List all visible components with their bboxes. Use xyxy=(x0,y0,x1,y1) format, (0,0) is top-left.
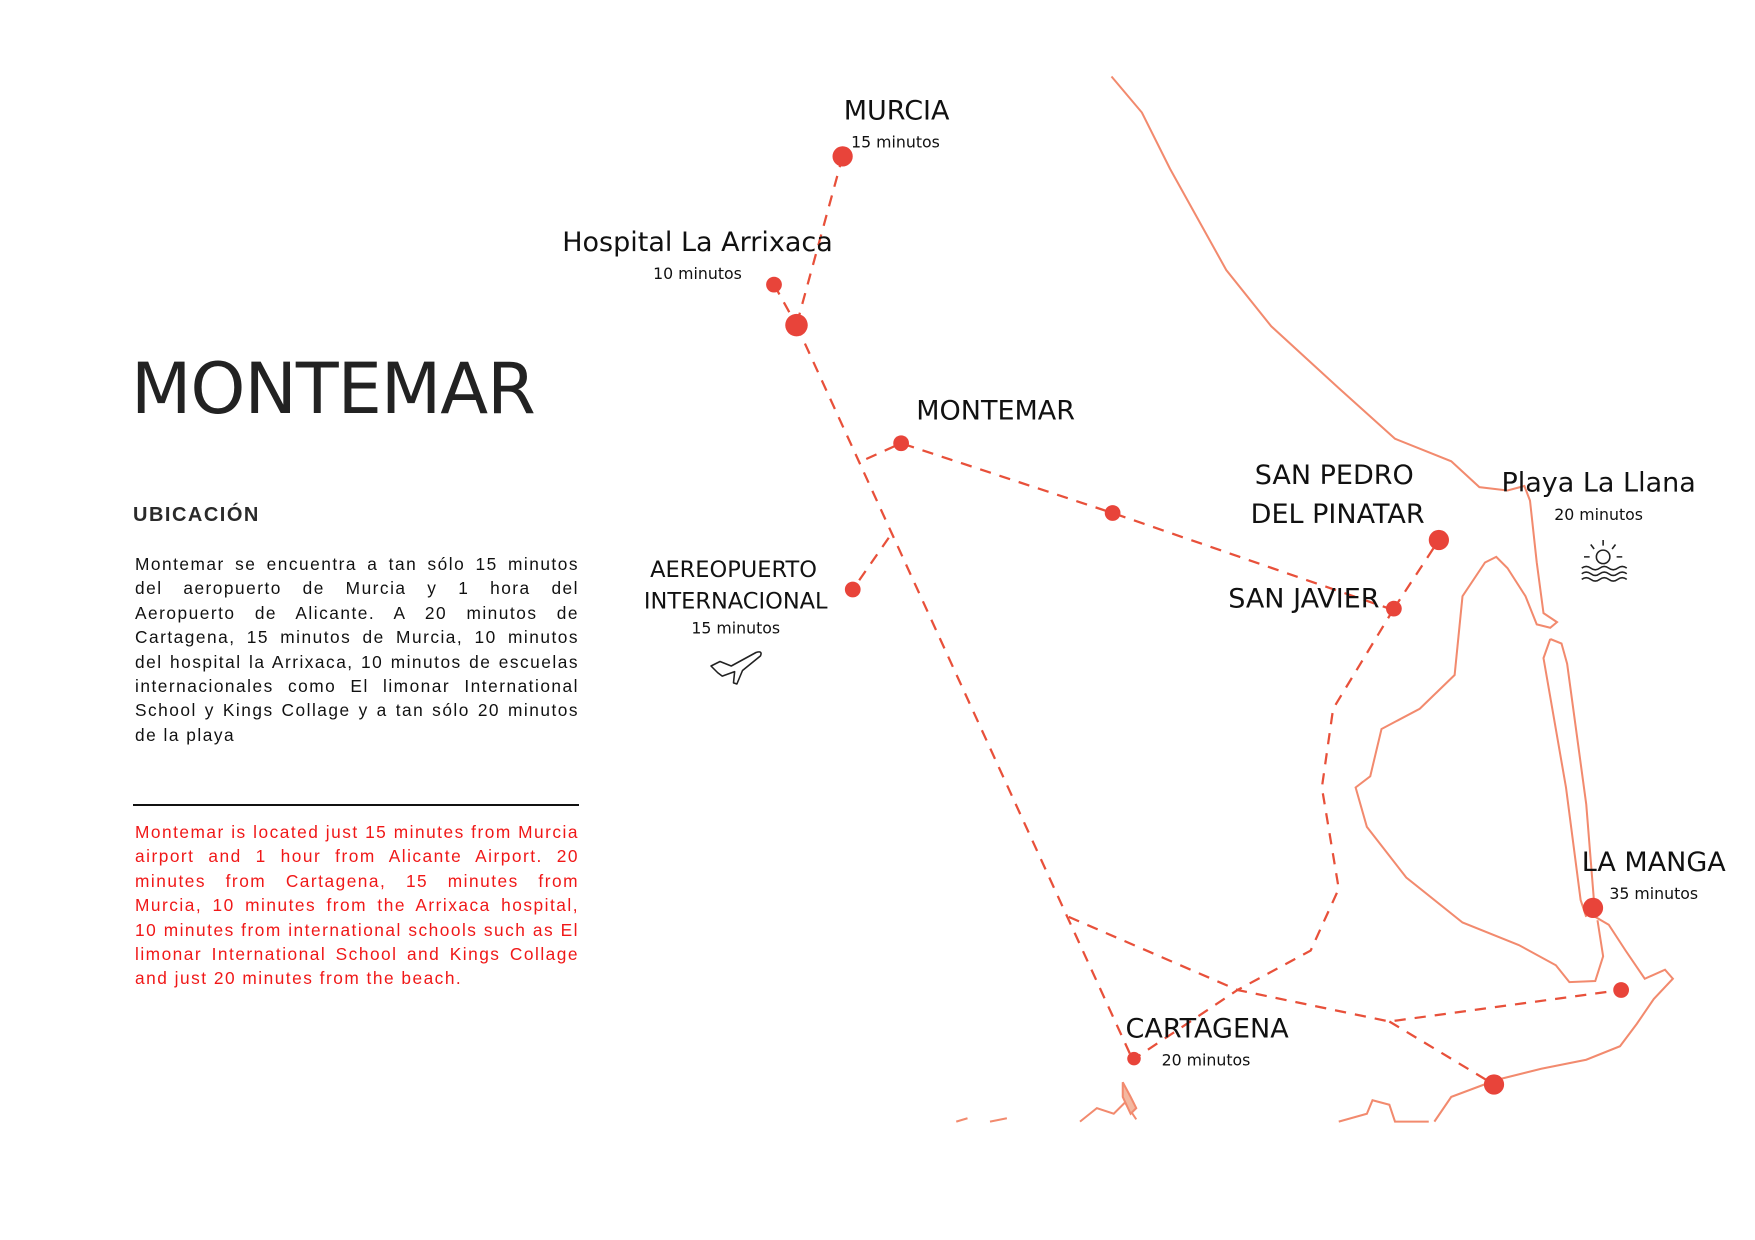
cartagena-marker xyxy=(1127,1051,1141,1066)
hospital-label: Hospital La Arrixaca xyxy=(562,227,833,258)
divider xyxy=(133,804,579,806)
san-pedro-label-line1: SAN PEDRO xyxy=(1255,460,1414,491)
playa-time: 20 minutos xyxy=(1554,505,1643,524)
waypoint-marker xyxy=(1104,505,1121,521)
la-manga-time: 35 minutos xyxy=(1609,884,1698,903)
airport-label-line1: AEREOPUERTO xyxy=(650,557,817,583)
murcia-time: 15 minutos xyxy=(851,132,940,151)
section-heading: UBICACIÓN xyxy=(133,504,260,526)
waypoint-marker xyxy=(1613,982,1629,998)
montemar-marker xyxy=(893,435,909,452)
hospital-time: 10 minutos xyxy=(653,264,742,283)
san-pedro-marker xyxy=(1428,529,1449,551)
cartagena-time: 20 minutos xyxy=(1162,1050,1251,1069)
route-lines xyxy=(773,156,1622,1086)
murcia-label: MURCIA xyxy=(844,95,950,126)
san-javier-label: SAN JAVIER xyxy=(1228,584,1379,615)
airplane-icon xyxy=(710,651,762,685)
cartagena-label: CARTAGENA xyxy=(1126,1013,1290,1044)
hospital-marker xyxy=(766,276,782,293)
page-title: MONTEMAR xyxy=(131,348,536,430)
coastline xyxy=(955,75,1675,1123)
waypoint-marker xyxy=(1483,1074,1505,1095)
airport-time: 15 minutos xyxy=(691,618,780,637)
la-manga-label: LA MANGA xyxy=(1582,847,1727,878)
airport-marker xyxy=(844,581,861,598)
montemar-label: MONTEMAR xyxy=(916,396,1075,427)
murcia-marker xyxy=(832,146,853,167)
description-english: Montemar is located just 15 minutes from… xyxy=(135,822,579,989)
sun-over-sea-icon xyxy=(1581,540,1628,582)
junction-marker xyxy=(785,313,808,337)
playa-label: Playa La Llana xyxy=(1501,468,1695,499)
la-manga-marker xyxy=(1582,897,1604,918)
airport-label-line2: INTERNACIONAL xyxy=(644,589,828,615)
san-pedro-label-line2: DEL PINATAR xyxy=(1251,499,1425,530)
san-javier-marker xyxy=(1386,600,1402,617)
description-spanish: Montemar se encuentra a tan sólo 15 minu… xyxy=(135,554,579,745)
